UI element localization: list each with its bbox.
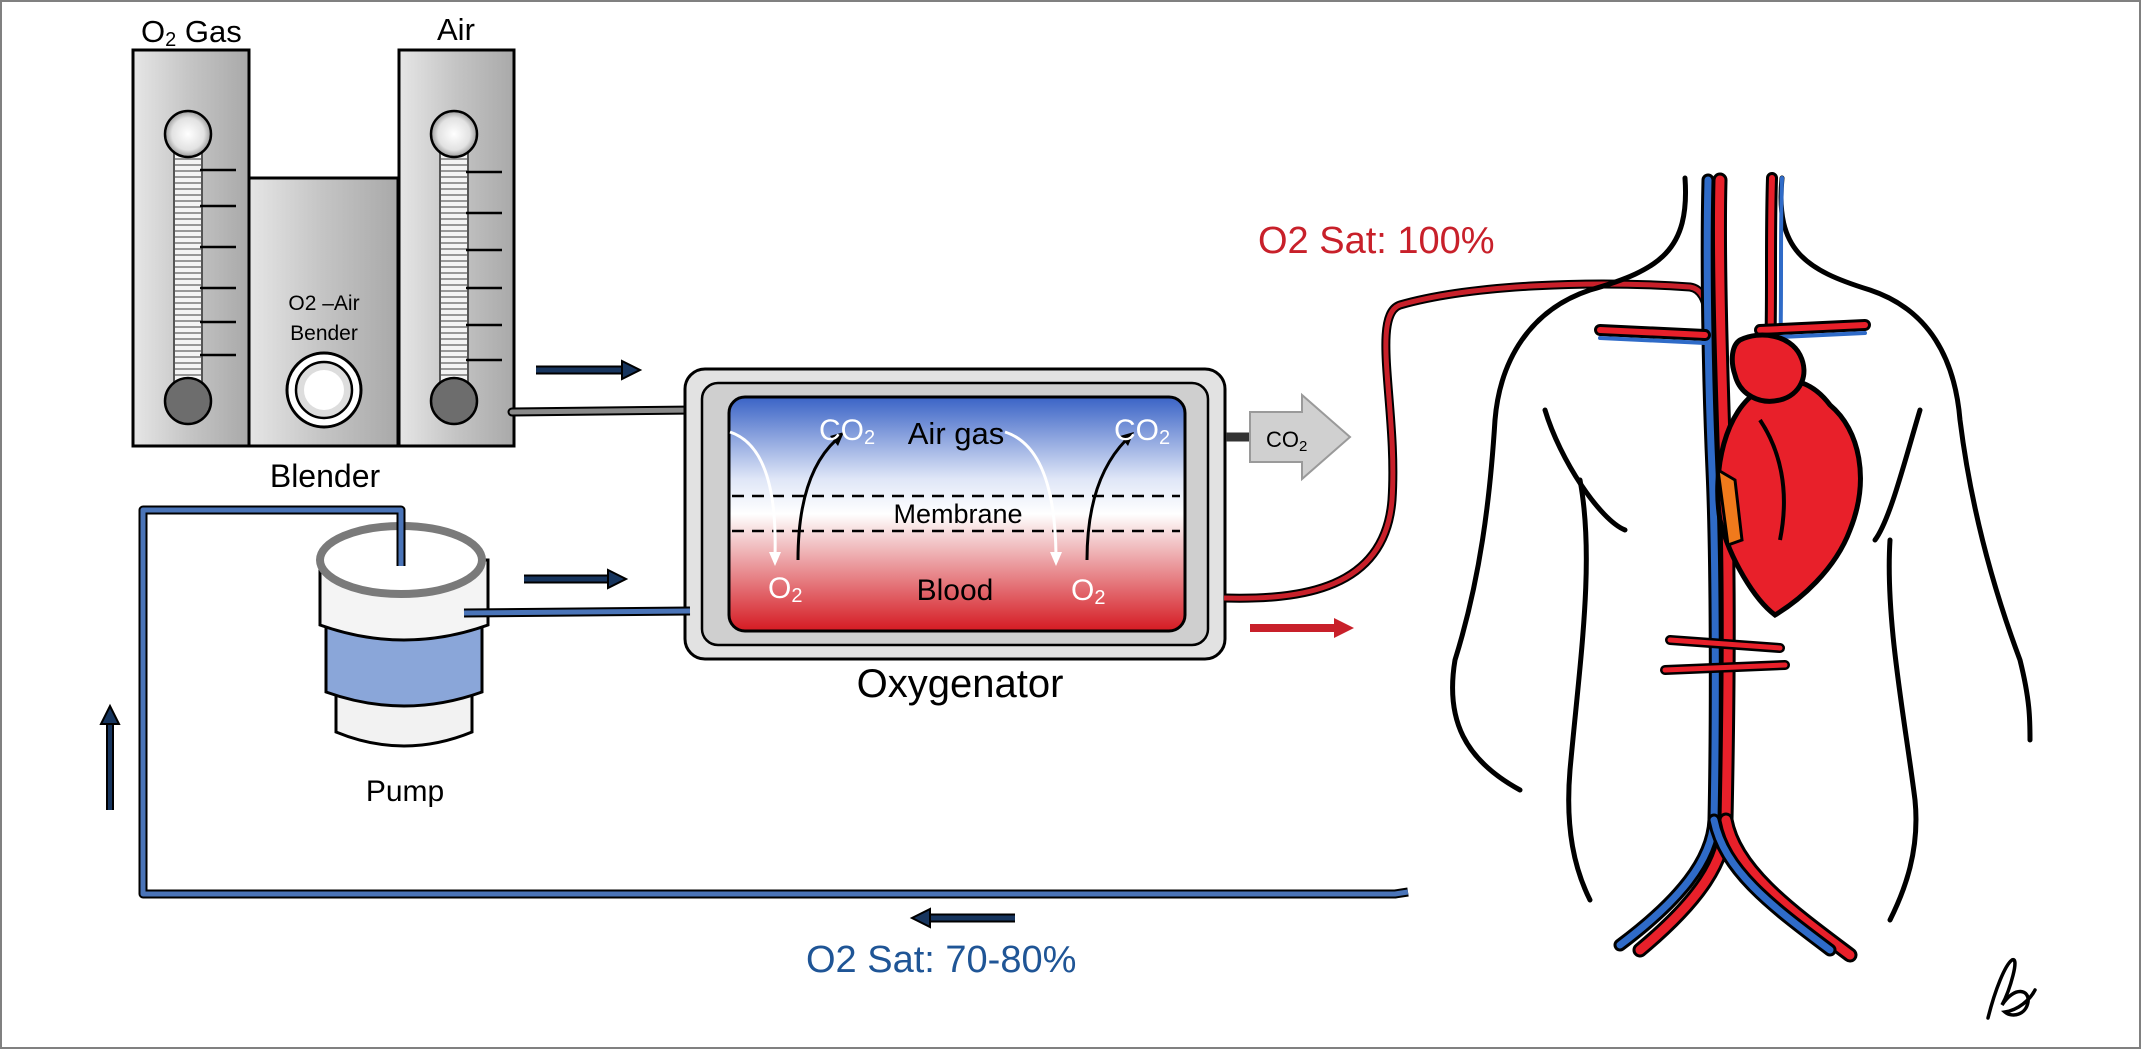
co2-label-left: CO2 <box>819 414 875 449</box>
o2-label-left: O2 <box>768 572 802 607</box>
pump-flow-arrowhead <box>607 568 629 590</box>
venous-flow-arrowhead <box>909 907 931 929</box>
right-iliac-vein <box>1710 816 1834 954</box>
vena-cava-outline <box>1613 173 1722 952</box>
flow-arrows <box>99 359 1354 929</box>
co2-diffusion-arrow-left <box>796 438 838 561</box>
pump-outlet-line <box>463 608 691 616</box>
o2-float-top <box>163 109 213 159</box>
body-outline-right <box>1778 175 2033 743</box>
air-flow-tube <box>439 149 469 386</box>
gas-flow-arrowhead <box>621 359 643 381</box>
venous-saturation-label: O2 Sat: 70-80% <box>806 939 1076 981</box>
o2-arrowhead-right <box>1050 552 1062 566</box>
pump: Pump <box>316 522 490 808</box>
co2-diffusion-arrow-right <box>1085 438 1128 561</box>
arterial-flow-arrowhead <box>1334 618 1354 638</box>
blender-inner-label-2: Bender <box>290 322 358 345</box>
o2-flow-tube <box>173 149 203 386</box>
blender-unit: O2 Gas Air O2 –Air Bender Blender <box>131 12 516 494</box>
left-torso-line <box>1566 477 1593 903</box>
air-scale-ticks <box>466 170 502 362</box>
right-iliac-outline <box>1718 812 1858 963</box>
blood-label: Blood <box>917 574 994 607</box>
o2-diffusion-arrow-right <box>1004 430 1058 557</box>
right-torso-line <box>1886 537 1919 923</box>
pump-caption: Pump <box>366 775 444 808</box>
subclavian-arteries <box>1597 322 1868 338</box>
oxygenator: CO2 CO2 Air gas Membrane Blood O2 O2 Oxy… <box>683 367 1227 706</box>
patient-body <box>1450 175 2033 923</box>
blender-inner-label-1: O2 –Air <box>288 292 359 315</box>
air-float-bottom <box>429 376 479 426</box>
membrane-label: Membrane <box>893 499 1022 529</box>
o2-diffusion-arrow-left <box>729 430 777 557</box>
heart-septum-line <box>1758 418 1786 541</box>
aorta <box>1635 175 1733 955</box>
air-gas-label: Air gas <box>908 416 1004 451</box>
blender-knob-center <box>304 370 344 410</box>
oxygenator-caption: Oxygenator <box>857 662 1064 706</box>
renal-vessels <box>1662 637 1788 673</box>
co2-exhaust-label: CO2 <box>1266 427 1307 455</box>
blender-caption: Blender <box>270 458 381 494</box>
o2-scale-ticks <box>200 168 236 357</box>
o2-float-bottom <box>163 376 213 426</box>
heart-ventricles <box>1715 378 1863 619</box>
o2-gas-label: O2 Gas <box>141 14 242 51</box>
o2-arrowhead-left <box>769 552 781 566</box>
body-outline-left <box>1450 175 1689 793</box>
co2-exhaust-arrow <box>1249 392 1352 482</box>
co2-arrowhead-left <box>830 432 844 446</box>
vessels <box>1594 172 1871 963</box>
air-label: Air <box>437 12 475 47</box>
air-float-top <box>429 109 479 159</box>
return-flow-arrowhead <box>99 703 121 725</box>
co2-label-right: CO2 <box>1114 414 1170 449</box>
arterial-saturation-label: O2 Sat: 100% <box>1258 220 1495 262</box>
pump-blue-band <box>324 618 484 708</box>
heart <box>1715 332 1863 619</box>
vena-cava <box>1616 176 1719 949</box>
co2-arrowhead-right <box>1120 432 1134 446</box>
gas-line <box>509 407 698 415</box>
right-iliac-artery <box>1721 815 1855 960</box>
artist-signature <box>1986 958 2037 1020</box>
arterial-return-line <box>1223 281 1716 601</box>
aortic-arch <box>1729 332 1807 404</box>
o2-label-right: O2 <box>1071 574 1105 609</box>
right-atrium <box>1716 467 1744 548</box>
venous-return-line <box>140 507 1409 897</box>
oxygenator-chamber <box>727 395 1187 633</box>
right-armpit-line <box>1872 407 1923 543</box>
